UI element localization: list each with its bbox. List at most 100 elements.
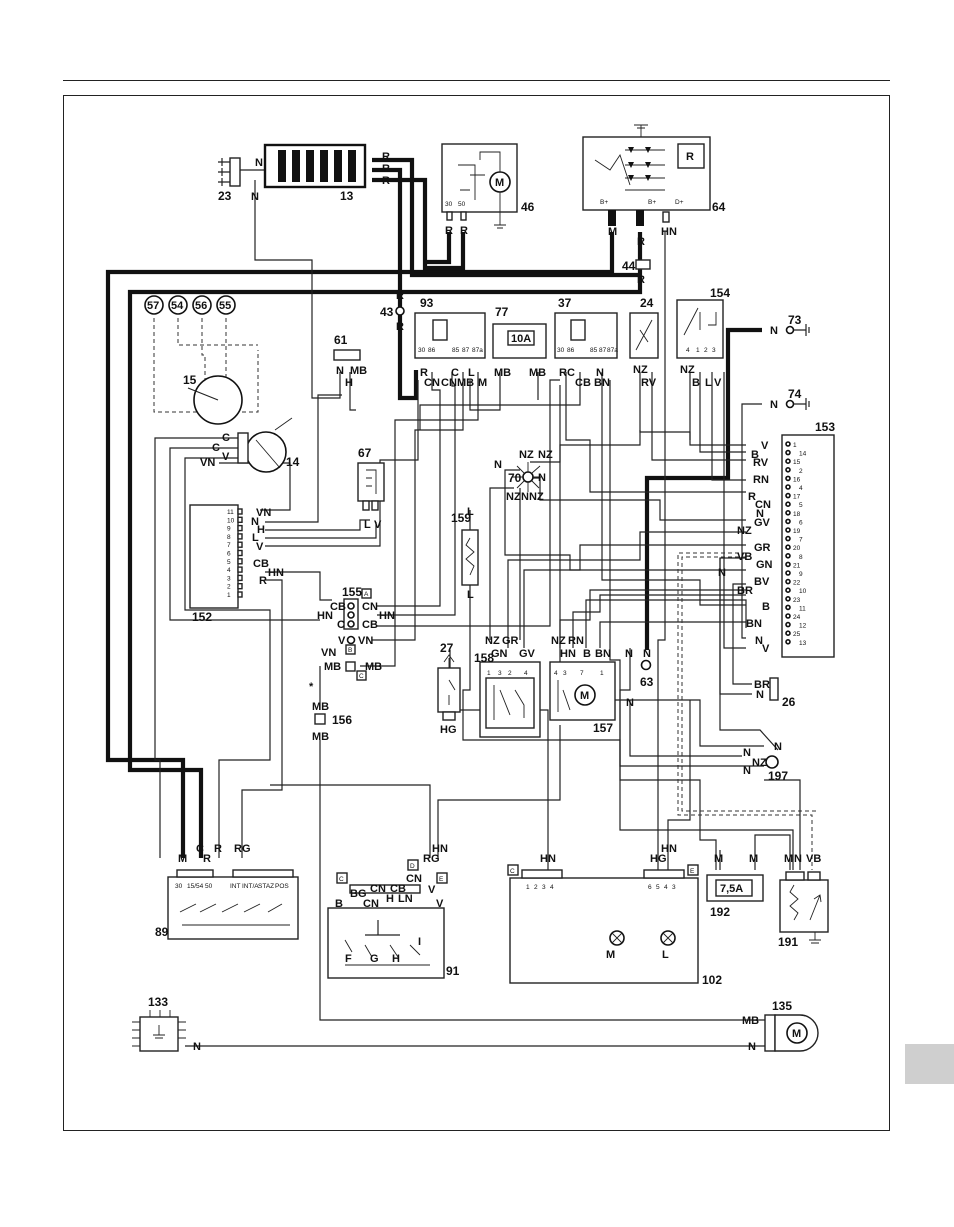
svg-text:MB: MB <box>312 731 329 743</box>
svg-text:NZ: NZ <box>506 491 521 503</box>
svg-text:R: R <box>445 225 453 237</box>
svg-text:NZ: NZ <box>633 364 648 376</box>
label-192: 192 <box>710 905 730 919</box>
svg-text:4: 4 <box>686 347 690 354</box>
svg-text:NZ: NZ <box>551 635 566 647</box>
svg-text:CN: CN <box>755 499 771 511</box>
svg-text:MB: MB <box>742 1015 759 1027</box>
svg-text:C: C <box>212 442 220 454</box>
ecu152-pin <box>237 508 243 515</box>
ecu153-pin-number: 1 <box>793 442 797 449</box>
svg-text:HN: HN <box>540 853 556 865</box>
svg-text:GN: GN <box>756 559 773 571</box>
svg-text:D+: D+ <box>675 199 684 206</box>
svg-text:V: V <box>222 451 230 463</box>
svg-text:V: V <box>436 898 444 910</box>
svg-text:B+: B+ <box>600 199 608 206</box>
connector-26: 26 BR N <box>754 677 796 709</box>
ecu153-wire-codes: V B RV RN R CN N GV NZ GR VB GN N BV BR … <box>718 440 773 655</box>
svg-text:H: H <box>386 893 394 905</box>
component-67: 67 L V <box>357 446 385 531</box>
svg-text:MB: MB <box>350 365 367 377</box>
svg-text:R: R <box>420 367 428 379</box>
ground-73: N 73 <box>770 313 810 337</box>
ecu152-pin <box>237 558 243 565</box>
ecu152-pin <box>237 591 243 598</box>
component-191: 191 M N VB <box>778 853 829 949</box>
svg-text:R: R <box>382 151 390 163</box>
svg-text:R: R <box>203 853 211 865</box>
svg-text:7,5A: 7,5A <box>720 883 743 895</box>
svg-text:5: 5 <box>656 884 660 891</box>
svg-text:1: 1 <box>696 347 700 354</box>
svg-text:L: L <box>468 367 475 379</box>
label-67: 67 <box>358 446 372 460</box>
ecu153-pin-dot <box>785 466 791 473</box>
label-197: 197 <box>768 769 788 783</box>
starter-46: M 30 50 46 R R <box>441 143 535 237</box>
svg-text:VB: VB <box>737 551 752 563</box>
svg-text:N: N <box>494 459 502 471</box>
svg-text:85: 85 <box>590 347 598 354</box>
label-158: 158 <box>474 651 494 665</box>
ecu152-pin-number: 4 <box>227 567 231 574</box>
svg-text:R: R <box>396 321 404 333</box>
svg-text:N: N <box>774 741 782 753</box>
ecu153-pin-number: 20 <box>793 545 801 552</box>
label-13: 13 <box>340 189 354 203</box>
ecu153-pin-dot <box>785 484 791 490</box>
svg-text:CB: CB <box>253 558 269 570</box>
svg-text:NZ: NZ <box>485 635 500 647</box>
label-77: 77 <box>495 305 509 319</box>
svg-text:R: R <box>382 163 390 175</box>
svg-text:3: 3 <box>712 347 716 354</box>
ecu153-pin-dot <box>785 527 791 533</box>
svg-text:RV: RV <box>753 457 769 469</box>
svg-text:2: 2 <box>534 884 538 891</box>
ecu153-pin-number: 13 <box>799 640 807 647</box>
svg-text:MB: MB <box>312 701 329 713</box>
connector-156: 156 MB MB <box>312 701 352 743</box>
diagram-frame <box>63 95 890 1131</box>
ecu153-pin-number: 22 <box>793 580 801 587</box>
ecu152-pin <box>237 549 243 557</box>
svg-text:C: C <box>337 619 345 631</box>
svg-text:B: B <box>692 377 700 389</box>
svg-text:GV: GV <box>754 517 771 529</box>
svg-text:GV: GV <box>519 648 536 660</box>
ecu152-pin-number: 6 <box>227 551 231 558</box>
svg-text:V: V <box>374 519 382 531</box>
connector-61: 61 N MB H <box>333 333 367 389</box>
svg-text:R: R <box>214 843 222 855</box>
svg-text:G: G <box>370 953 379 965</box>
svg-text:M: M <box>784 853 793 865</box>
label-153: 153 <box>815 420 835 434</box>
svg-text:10A: 10A <box>511 333 531 345</box>
switch-27: 27 HG <box>437 641 461 736</box>
svg-text:N: N <box>755 635 763 647</box>
svg-text:1: 1 <box>526 884 530 891</box>
svg-text:CB: CB <box>362 619 378 631</box>
label-159: 159 <box>451 511 471 525</box>
svg-text:N: N <box>336 365 344 377</box>
svg-text:M: M <box>478 377 487 389</box>
ecu153-pin-number: 14 <box>799 451 807 458</box>
svg-text:INT: INT <box>230 883 241 890</box>
svg-text:E: E <box>439 876 444 883</box>
switch-91: C D E F G H I 91 B BG CN CB CN CN H LN V… <box>327 843 460 979</box>
svg-text:4: 4 <box>550 884 554 891</box>
ecu153-pin-number: 4 <box>799 485 803 492</box>
ecu153-pin-number: 17 <box>793 494 801 501</box>
svg-text:HN: HN <box>661 843 677 855</box>
fuse-192: 7,5A 192 M M <box>706 853 764 919</box>
svg-text:CN: CN <box>370 883 386 895</box>
label-14: 14 <box>286 455 300 469</box>
svg-text:M: M <box>178 853 187 865</box>
svg-text:R: R <box>748 491 756 503</box>
ecu152-pin <box>237 583 243 590</box>
svg-text:B: B <box>348 647 352 654</box>
svg-text:C: C <box>222 432 230 444</box>
label-93: 93 <box>420 296 434 310</box>
